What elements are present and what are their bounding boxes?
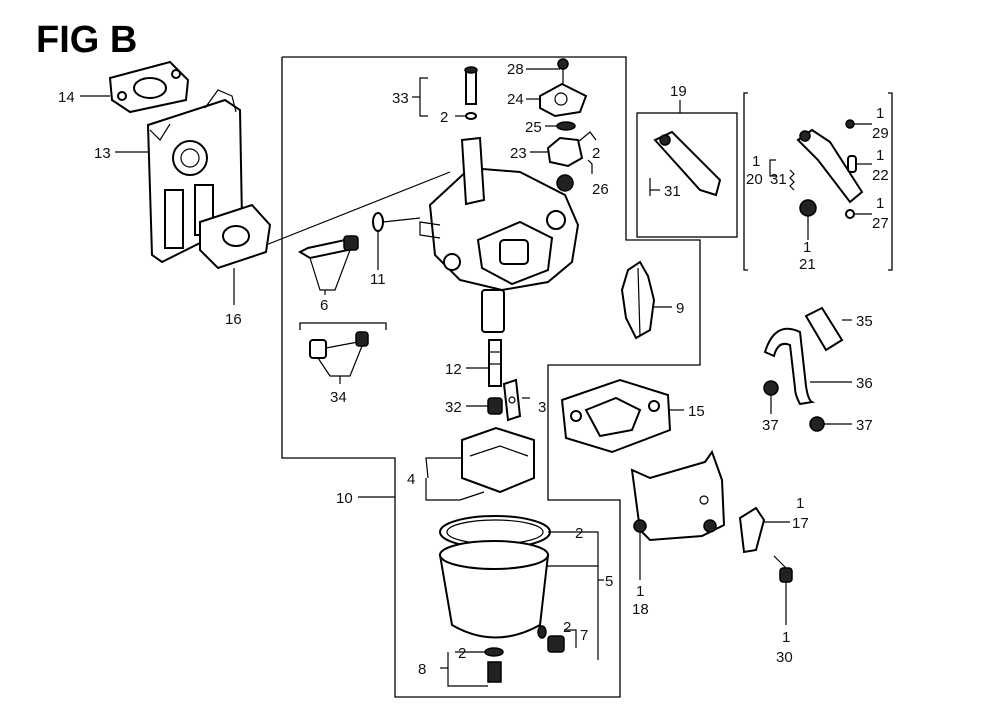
- label-3: 3: [538, 399, 546, 416]
- label-7: 7: [580, 627, 588, 644]
- seal-26: [556, 174, 574, 192]
- label-23: 23: [510, 145, 527, 162]
- label-1-29: 1: [876, 105, 884, 122]
- label-14: 14: [58, 89, 75, 106]
- label-21: 21: [799, 256, 816, 273]
- throttle-lever-bracket-right: [888, 92, 893, 271]
- washer-2-top: [465, 112, 477, 120]
- spring-31-right: [789, 169, 795, 191]
- label-20: 20: [746, 171, 763, 188]
- choke-lever-box: [636, 112, 738, 238]
- choke-valve-9: [620, 260, 656, 340]
- drain-screw-7: [537, 625, 565, 653]
- cover-24: [539, 82, 588, 118]
- gasket-14: [108, 60, 190, 114]
- label-28: 28: [507, 61, 524, 78]
- bolt-30: [773, 555, 793, 583]
- label-8: 8: [418, 661, 426, 678]
- label-32: 32: [445, 399, 462, 416]
- label-37-right: 37: [856, 417, 873, 434]
- clip-17: [738, 506, 766, 554]
- bolt-8: [484, 647, 504, 683]
- throttle-lever-bracket: [743, 92, 748, 271]
- screw-28: [557, 58, 569, 84]
- washer-25: [556, 121, 576, 131]
- label-36: 36: [856, 375, 873, 392]
- label-17: 17: [792, 515, 809, 532]
- label-31-left: 31: [664, 183, 681, 200]
- label-1-18: 1: [636, 583, 644, 600]
- label-15: 15: [688, 403, 705, 420]
- choke-lever-19: [649, 130, 722, 197]
- carburetor-assembly-boundary: [281, 56, 701, 698]
- label-6: 6: [320, 297, 328, 314]
- label-13: 13: [94, 145, 111, 162]
- label-34: 34: [330, 389, 347, 406]
- bracket-18: [630, 449, 726, 542]
- spring-22: [847, 155, 857, 173]
- label-18: 18: [632, 601, 649, 618]
- nozzle-12: [488, 339, 502, 387]
- label-1-27: 1: [876, 195, 884, 212]
- label-22: 22: [872, 167, 889, 184]
- figure-title: FIG B: [36, 19, 137, 61]
- clamp-37-left: [763, 380, 779, 396]
- washer-27: [845, 209, 855, 219]
- label-2-top: 2: [440, 109, 448, 126]
- part-labels: 14 13 16 33 2 28 24 25 23 2 26 11 6 34 1…: [58, 61, 889, 678]
- label-25: 25: [525, 119, 542, 136]
- label-24: 24: [507, 91, 524, 108]
- leader-lines: [80, 68, 872, 687]
- carburetor-body: [419, 136, 580, 333]
- label-1-20: 1: [752, 153, 760, 170]
- label-30: 30: [776, 649, 793, 666]
- label-11: 11: [370, 271, 386, 288]
- label-33: 33: [392, 90, 409, 107]
- label-10: 10: [336, 490, 353, 507]
- label-35: 35: [856, 313, 873, 330]
- spring-21: [799, 199, 817, 217]
- valve-23: [546, 131, 597, 168]
- label-9: 9: [676, 300, 684, 317]
- label-29: 29: [872, 125, 889, 142]
- label-2-drain: 2: [563, 619, 571, 636]
- label-2-gasket: 2: [575, 525, 583, 542]
- screw-11: [372, 212, 421, 232]
- label-1-17: 1: [796, 495, 804, 512]
- pilot-screw-6: [297, 235, 359, 260]
- label-19: 19: [670, 83, 687, 100]
- pin-3: [502, 378, 522, 422]
- label-26: 26: [592, 181, 609, 198]
- label-2-bolt: 2: [458, 645, 466, 662]
- clamp-37-right: [809, 416, 825, 432]
- gasket-16: [199, 171, 451, 270]
- throttle-lever-20: [796, 128, 864, 204]
- bolt-33: [464, 66, 478, 105]
- label-1-30: 1: [782, 629, 790, 646]
- label-31-right: 31: [770, 171, 787, 188]
- float-bowl-5: [438, 515, 551, 639]
- label-16: 16: [225, 311, 242, 328]
- part34-bracket: [299, 322, 387, 330]
- float-4: [459, 426, 535, 501]
- label-4: 4: [407, 471, 415, 488]
- label-37-left: 37: [762, 417, 779, 434]
- label-2-valve: 2: [592, 145, 600, 162]
- label-5: 5: [605, 573, 613, 590]
- label-27: 27: [872, 215, 889, 232]
- label-12: 12: [445, 361, 462, 378]
- label-1-21: 1: [803, 239, 811, 256]
- jet-32: [487, 397, 503, 415]
- gasket-15: [560, 378, 672, 454]
- tube-36: [763, 327, 816, 406]
- tube-35: [804, 306, 844, 352]
- screw-29: [845, 119, 855, 129]
- label-1-22: 1: [876, 147, 884, 164]
